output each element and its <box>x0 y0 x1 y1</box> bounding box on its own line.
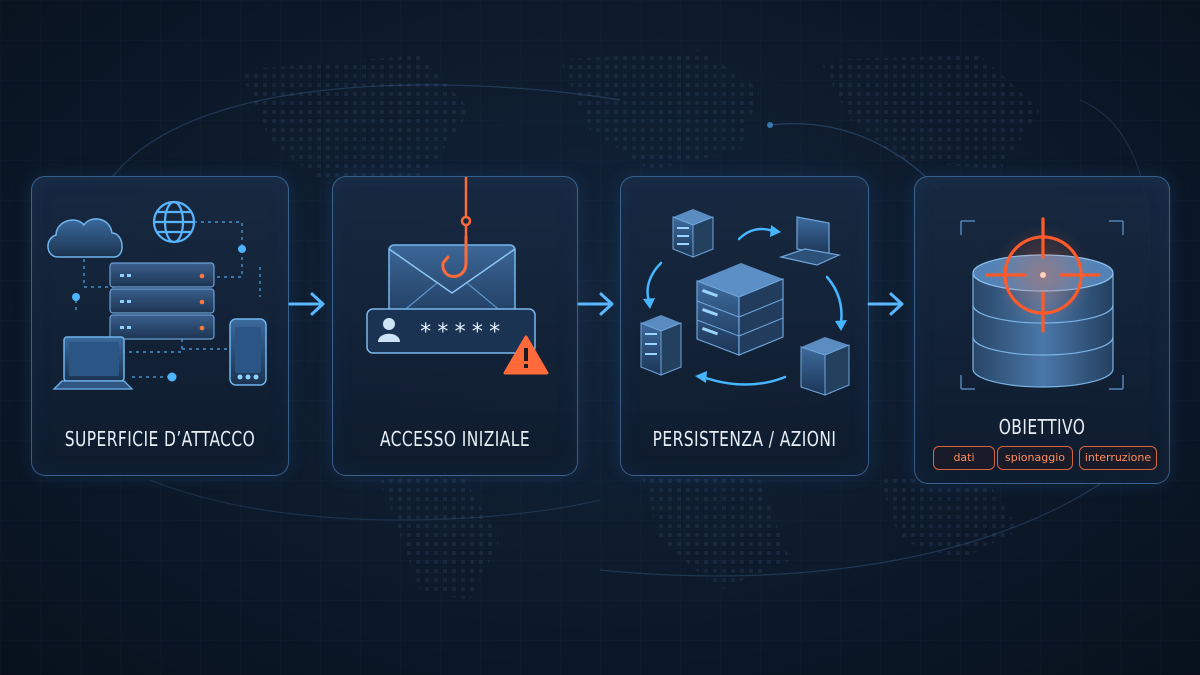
login-field: ***** <box>366 308 536 354</box>
network-devices-icon <box>47 200 267 390</box>
phishing-email-icon: ***** <box>366 177 549 375</box>
user-icon <box>378 318 400 342</box>
laptop-icon <box>52 336 134 390</box>
cycle-arrow-icon <box>646 261 663 303</box>
tag-disruption: interruzione <box>1079 446 1157 470</box>
server-node-icon <box>640 315 682 376</box>
laptop-icon <box>778 216 842 266</box>
focus-frame <box>960 220 1124 390</box>
lateral-movement-icon <box>640 209 850 396</box>
stage-card-initial-access: ***** ACCESSO INIZIALE <box>332 176 578 476</box>
stage-card-objective: OBIETTIVO dati spionaggio interruzione <box>914 176 1170 484</box>
objective-tags: dati spionaggio interruzione <box>933 446 1157 470</box>
stage-label: SUPERFICIE D’ATTACCO <box>64 427 256 451</box>
world-map-dots <box>240 50 1040 600</box>
server-stack-icon <box>696 263 784 356</box>
server-node-icon <box>672 209 714 258</box>
cycle-arrow-icon <box>701 375 787 386</box>
cloud-icon <box>47 218 123 258</box>
flow-arrow-icon <box>288 292 325 316</box>
cycle-arrow-icon <box>737 227 775 241</box>
server-node-icon <box>800 337 850 396</box>
cycle-arrow-icon <box>825 275 843 325</box>
flow-arrow-icon <box>867 292 904 316</box>
smartphone-icon <box>229 318 267 386</box>
stage-label: OBIETTIVO <box>998 415 1086 439</box>
crosshair-icon <box>985 217 1101 333</box>
stage-label: PERSISTENZA / AZIONI <box>652 427 837 451</box>
tag-espionage: spionaggio <box>997 446 1073 470</box>
server-stack-icon <box>109 262 215 340</box>
password-mask: ***** <box>419 320 505 345</box>
stage-card-attack-surface: SUPERFICIE D’ATTACCO <box>31 176 289 476</box>
stage-card-persistence: PERSISTENZA / AZIONI <box>620 176 869 476</box>
globe-icon <box>152 200 196 244</box>
warning-icon <box>503 335 549 375</box>
flow-arrow-icon <box>577 292 614 316</box>
tag-data: dati <box>933 446 995 470</box>
stage-label: ACCESSO INIZIALE <box>379 427 531 451</box>
target-database-icon <box>960 217 1124 390</box>
